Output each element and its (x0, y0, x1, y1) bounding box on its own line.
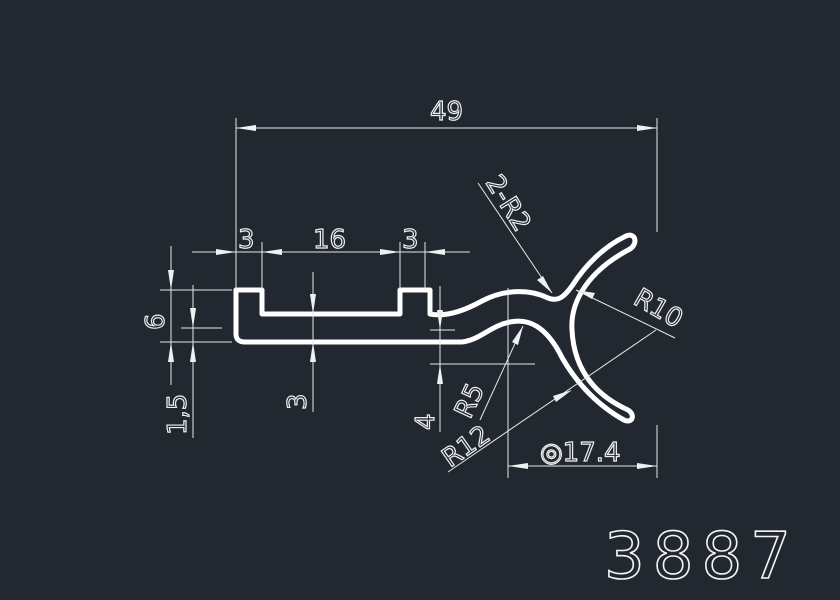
dim-diameter: ◎17.4 (508, 425, 658, 478)
dim-text-16: 16 (313, 225, 346, 255)
dim-text-49: 49 (430, 97, 463, 127)
dim-left-heights: 6 1,5 (140, 246, 232, 438)
dim-text-4: 4 (411, 413, 441, 430)
dim-top-chain: 3 16 3 (192, 224, 470, 290)
dim-arc-radius: R10 (575, 282, 688, 339)
dim-offset: 4 (410, 286, 535, 432)
dim-text-3-right: 3 (402, 225, 419, 255)
dim-text-6: 6 (141, 313, 171, 330)
dim-text-2-r2: 2-R2 (479, 170, 537, 237)
dim-text-3-depth: 3 (283, 393, 313, 410)
part-number: 3887 (604, 520, 799, 594)
dim-overall-width: 49 (235, 96, 658, 290)
dim-text-diameter: ◎17.4 (540, 438, 621, 468)
dim-text-r12: R12 (437, 420, 496, 474)
dim-text-1-5: 1,5 (163, 394, 193, 435)
dim-text-r10: R10 (629, 283, 688, 335)
dim-fillet: 2-R2 (477, 169, 553, 294)
dim-text-3-left: 3 (238, 225, 255, 255)
dim-channel-depth: 3 (282, 272, 316, 412)
profile (233, 232, 638, 424)
dim-text-r5: R5 (449, 379, 491, 423)
